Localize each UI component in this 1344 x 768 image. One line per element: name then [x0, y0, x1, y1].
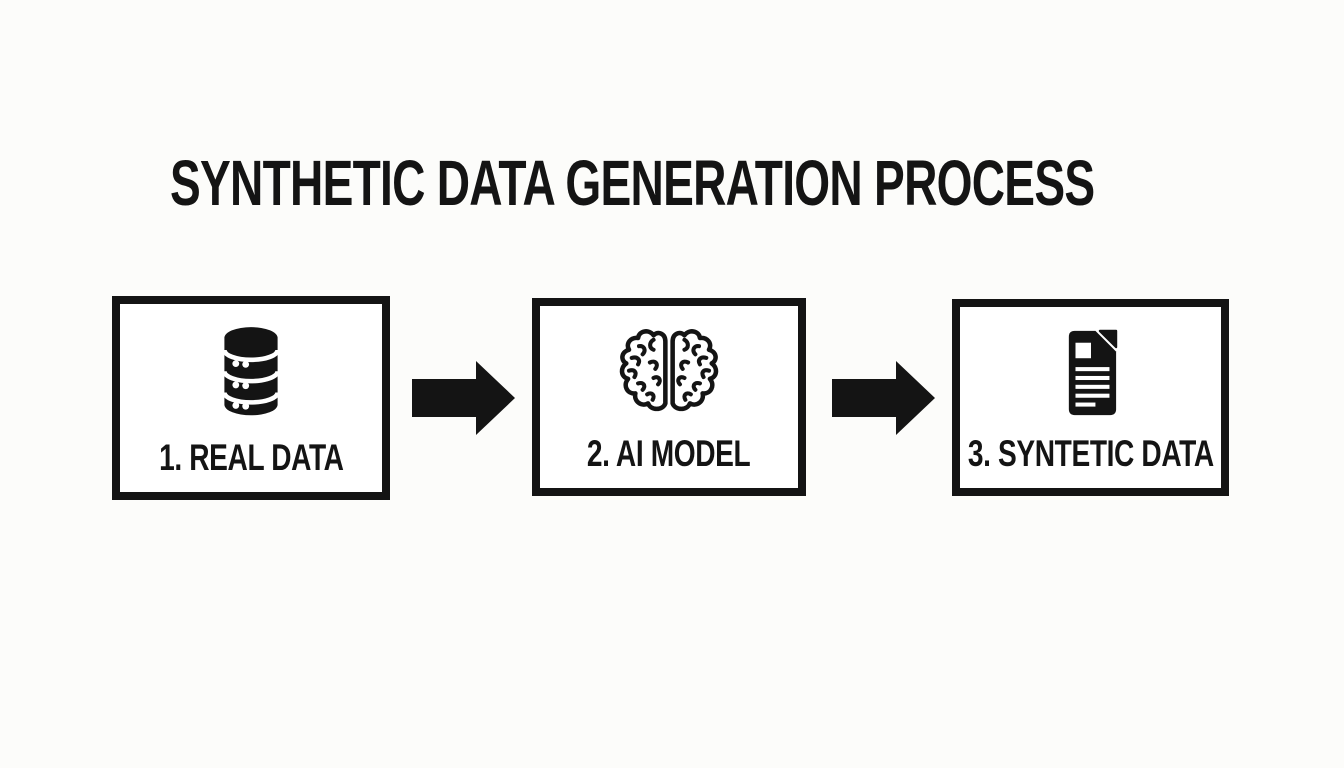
step-label-ai-model: 2. AI MODEL: [587, 433, 751, 474]
step-icon-area: [1054, 307, 1128, 433]
arrow-right-icon: [412, 361, 515, 435]
diagram-title: SYNTHETIC DATA GENERATION PROCESS: [170, 147, 1095, 219]
arrow-right-icon: [832, 361, 935, 435]
step-box-real-data: 1. REAL DATA: [112, 296, 390, 500]
database-icon: [222, 327, 280, 416]
document-icon: [1068, 329, 1117, 416]
step-icon-area: [619, 306, 719, 433]
step-label-syntetic-data: 3. SYNTETIC DATA: [967, 433, 1214, 474]
brain-icon: [619, 329, 719, 412]
step-icon-area: [213, 304, 289, 437]
step-box-syntetic-data: 3. SYNTETIC DATA: [952, 299, 1229, 496]
step-box-ai-model: 2. AI MODEL: [532, 298, 806, 496]
step-label-real-data: 1. REAL DATA: [158, 437, 344, 478]
